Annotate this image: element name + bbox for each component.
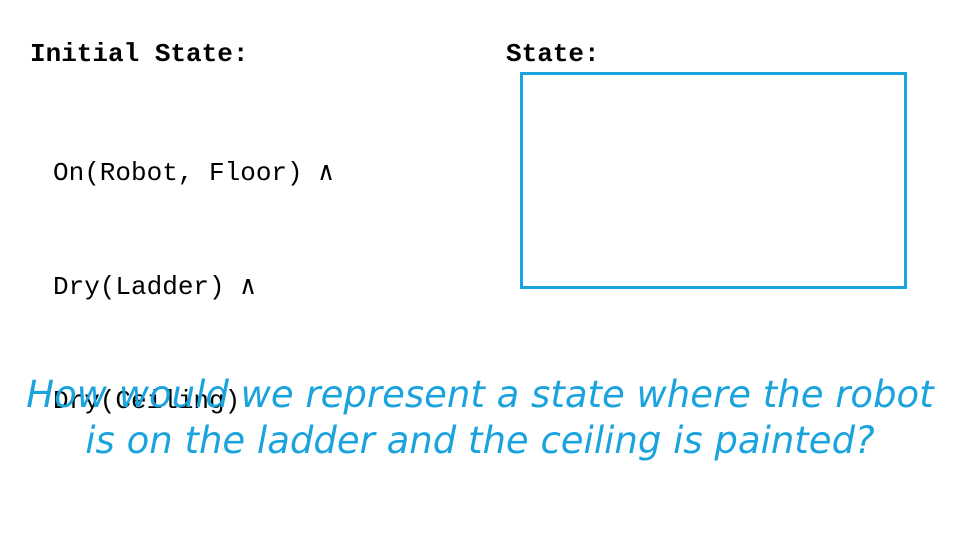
question-line-1: How would we represent a state where the… xyxy=(26,373,934,416)
fact-dry-ladder: Dry(Ladder) ∧ xyxy=(53,272,256,302)
fact-on-robot-floor: On(Robot, Floor) ∧ xyxy=(53,158,334,188)
question-text: How would we represent a state where the… xyxy=(0,372,960,464)
initial-state-facts: On(Robot, Floor) ∧ Dry(Ladder) ∧ Dry(Cei… xyxy=(53,78,334,496)
state-heading: State: xyxy=(506,39,600,69)
fact-dry-ceiling: Dry(Ceiling) xyxy=(53,386,241,416)
state-answer-box xyxy=(520,72,907,289)
initial-state-heading: Initial State: xyxy=(30,39,249,69)
question-line-2: is on the ladder and the ceiling is pain… xyxy=(85,419,875,462)
